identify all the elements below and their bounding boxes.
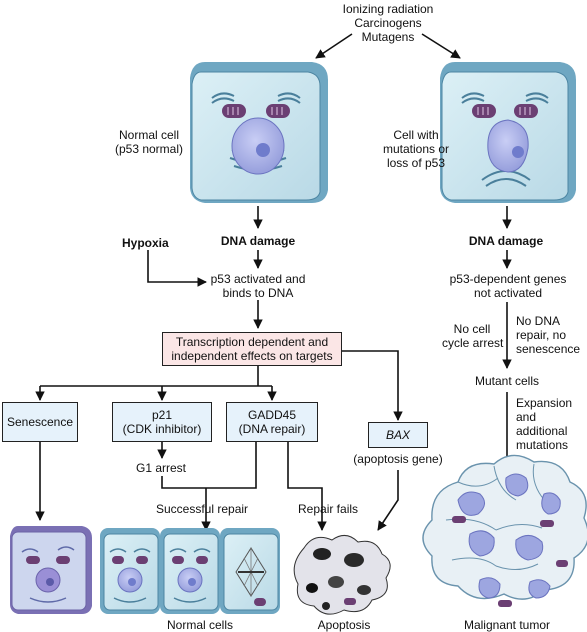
apoptotic-bodies-illustration (293, 535, 391, 615)
cause-arrows (315, 33, 461, 59)
normal-cells-illustration (100, 528, 280, 614)
apoptosis-label: Apoptosis (317, 618, 371, 632)
transcription-effects-box: Transcription dependent and independent … (162, 332, 342, 366)
p53-activated-label: p53 activated and binds to DNA (210, 272, 306, 300)
gadd45-box: GADD45 (DNA repair) (226, 402, 318, 442)
hypoxia-label: Hypoxia (122, 236, 169, 250)
successful-repair-label: Successful repair (156, 502, 249, 516)
cause-mutagens: Mutagens (361, 30, 415, 44)
cause-carcinogens: Carcinogens (354, 16, 422, 30)
mutant-cell-illustration (440, 62, 576, 203)
bax-note-label: (apoptosis gene) (353, 452, 443, 466)
right-dna-damage-label: DNA damage (468, 234, 544, 248)
normal-cell-label: Normal cell (p53 normal) (114, 128, 184, 156)
expansion-label: Expansion and additional mutations (516, 396, 573, 452)
left-flow-arrows (35, 206, 403, 531)
malignant-tumor-illustration (422, 454, 587, 607)
normal-cells-label: Normal cells (166, 618, 233, 632)
malignant-tumor-label: Malignant tumor (463, 618, 551, 632)
cause-ionizing-radiation: Ionizing radiation (342, 2, 434, 16)
normal-cell-illustration (190, 62, 328, 203)
left-dna-damage-label: DNA damage (220, 234, 296, 248)
no-dna-repair-label: No DNA repair, no senescence (516, 314, 581, 356)
bax-box: BAX (368, 422, 428, 448)
repair-fails-label: Repair fails (298, 502, 359, 516)
normal-cell-mitochondria-icon (222, 104, 290, 118)
causes-label: Ionizing radiation Carcinogens Mutagens (328, 2, 448, 44)
mutant-cell-nucleus-icon (487, 119, 529, 173)
genes-not-activated-label: p53-dependent genes not activated (449, 272, 567, 300)
mutant-cell-mitochondria-icon (472, 104, 538, 118)
p21-box: p21 (CDK inhibitor) (112, 402, 212, 442)
no-cell-cycle-arrest-label: No cell cycle arrest (442, 322, 504, 350)
mutant-cells-label: Mutant cells (474, 374, 540, 388)
g1-arrest-label: G1 arrest (136, 461, 187, 475)
mutant-cell-label: Cell with mutations or loss of p53 (382, 128, 450, 170)
senescence-box: Senescence (2, 402, 78, 442)
senescent-cell-illustration (10, 526, 92, 614)
